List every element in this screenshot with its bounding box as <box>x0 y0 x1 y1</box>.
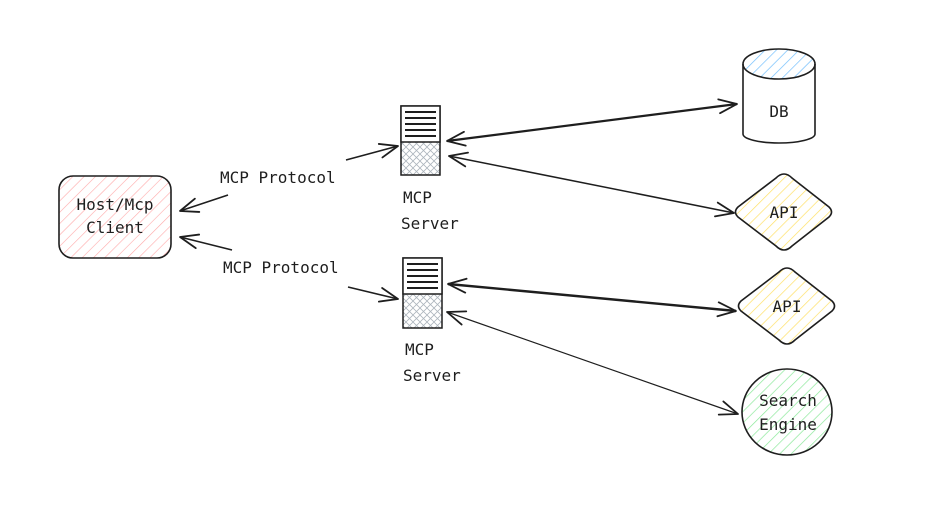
server-1-label-line2: Server <box>401 214 459 233</box>
client-label-line1: Host/Mcp <box>76 195 153 214</box>
protocol-label-top: MCP Protocol <box>220 168 336 187</box>
connector-server2-search <box>446 310 739 416</box>
server-2-label-line2: Server <box>403 366 461 385</box>
protocol-arrow-top <box>179 143 399 213</box>
server-2-label-line1: MCP <box>405 340 434 359</box>
api-node-bottom[interactable]: API <box>737 267 836 345</box>
host-client-node[interactable]: Host/Mcp Client <box>58 175 172 259</box>
server-1-label-line1: MCP <box>403 188 432 207</box>
api-node-top[interactable]: API <box>734 173 833 251</box>
server-rack-icon <box>402 257 443 329</box>
search-engine-node[interactable]: Search Engine <box>741 368 833 456</box>
database-cylinder-icon <box>742 48 816 144</box>
connector-server2-api <box>447 277 737 318</box>
search-label-line2: Engine <box>759 415 817 434</box>
api-top-label: API <box>770 203 799 222</box>
db-label: DB <box>769 102 788 121</box>
mcp-server-2[interactable]: MCP Server <box>402 257 461 385</box>
connector-server1-api <box>448 151 735 218</box>
client-label-line2: Client <box>86 218 144 237</box>
protocol-arrow-bottom <box>179 233 399 303</box>
api-bottom-label: API <box>773 297 802 316</box>
mcp-server-1[interactable]: MCP Server <box>400 105 459 233</box>
protocol-label-bottom: MCP Protocol <box>223 258 339 277</box>
connector-server1-db <box>446 98 738 147</box>
search-label-line1: Search <box>759 391 817 410</box>
db-node[interactable]: DB <box>742 48 816 144</box>
server-rack-icon <box>400 105 441 176</box>
